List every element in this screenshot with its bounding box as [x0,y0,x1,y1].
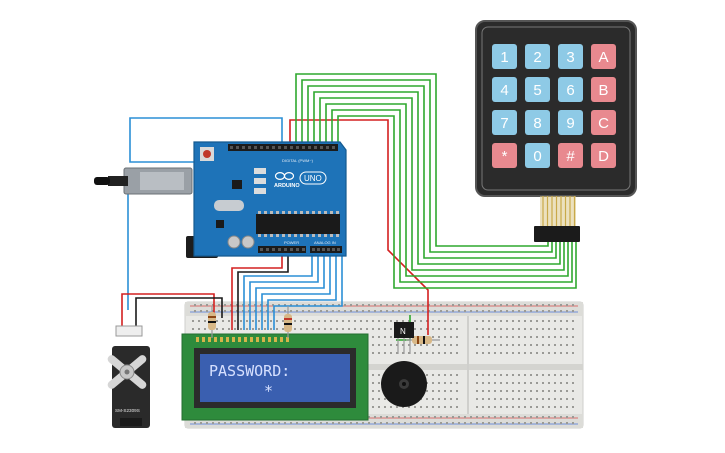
infinity-logo-icon [274,172,295,181]
keypad-key-1[interactable]: 1 [492,44,517,69]
keypad-key-A[interactable]: A [591,44,616,69]
resistor-1 [208,306,216,338]
keypad-key-6[interactable]: 6 [558,77,583,102]
servo-horn-icon [107,355,147,389]
keypad-key-label: D [598,148,609,165]
keypad-key-9[interactable]: 9 [558,110,583,135]
power-label: POWER [284,240,299,245]
keypad-key-B[interactable]: B [591,77,616,102]
servo-label: SM-S2309S [115,408,140,413]
microcontroller-chip [256,214,340,234]
uno-logo: UNO [299,171,327,185]
piezo-buzzer[interactable] [381,361,427,407]
keypad-4x4[interactable]: 1 2 3 A 4 5 6 B 7 8 9 C * 0 # D [475,20,637,242]
keypad-key-label: 5 [533,82,541,99]
keypad-key-label: 1 [500,49,508,66]
keypad-key-label: 7 [500,115,508,132]
keypad-key-7[interactable]: 7 [492,110,517,135]
crystal [214,200,244,211]
lcd-screen [200,354,350,402]
analog-label: ANALOG IN [314,240,336,245]
wire-blue-loop [129,117,283,163]
lcd-16x2[interactable]: PASSWORD: * [181,333,369,421]
arduino-model: UNO [304,174,322,183]
keypad-key-label: C [598,115,609,132]
keypad-key-star[interactable]: * [492,143,517,168]
arduino-board[interactable]: DIGITAL (PWM~) ARDUINO UNO POWER ANALOG … [94,141,347,258]
keypad-key-label: # [566,148,575,165]
keypad-key-label: 2 [533,49,541,66]
keypad-key-3[interactable]: 3 [558,44,583,69]
keypad-key-0[interactable]: 0 [525,143,550,168]
resistor-2 [284,306,292,338]
resistors[interactable] [208,306,440,344]
servo-motor[interactable]: SM-S2309S [106,325,150,428]
wire-black-servo [135,297,223,330]
keypad-key-8[interactable]: 8 [525,110,550,135]
keypad-key-label: 6 [566,82,574,99]
arduino-brand: ARDUINO [274,183,300,189]
keypad-key-hash[interactable]: # [558,143,583,168]
keypad-key-4[interactable]: 4 [492,77,517,102]
keypad-key-2[interactable]: 2 [525,44,550,69]
keypad-key-label: A [598,49,608,66]
capacitor-2 [241,235,255,249]
keypad-wires [295,73,577,341]
wire-black-lcd [237,254,289,330]
wires [121,73,577,341]
keypad-key-label: B [598,82,608,99]
keypad-key-label: 8 [533,115,541,132]
transistor-label: N [400,327,406,336]
keypad-key-D[interactable]: D [591,143,616,168]
keypad-key-label: 0 [533,148,541,165]
lcd-line-2: * [264,382,273,400]
keypad-key-label: * [502,148,508,165]
resistor-3 [406,336,440,344]
lcd-wires [127,176,343,330]
wire-red-5v [289,119,429,335]
reset-button[interactable] [203,150,211,158]
keypad-key-label: 3 [566,49,574,66]
transistor-npn[interactable]: N [394,322,414,354]
wire-red-lcd [231,254,283,330]
keypad-key-5[interactable]: 5 [525,77,550,102]
lcd-line-1: PASSWORD: [209,362,290,380]
keypad-key-label: 4 [500,82,508,99]
digital-label: DIGITAL (PWM~) [282,158,314,163]
wire-red-servo [121,293,215,330]
keypad-key-C[interactable]: C [591,110,616,135]
keypad-key-label: 9 [566,115,574,132]
capacitor-1 [227,235,241,249]
keypad-connector [534,226,580,242]
